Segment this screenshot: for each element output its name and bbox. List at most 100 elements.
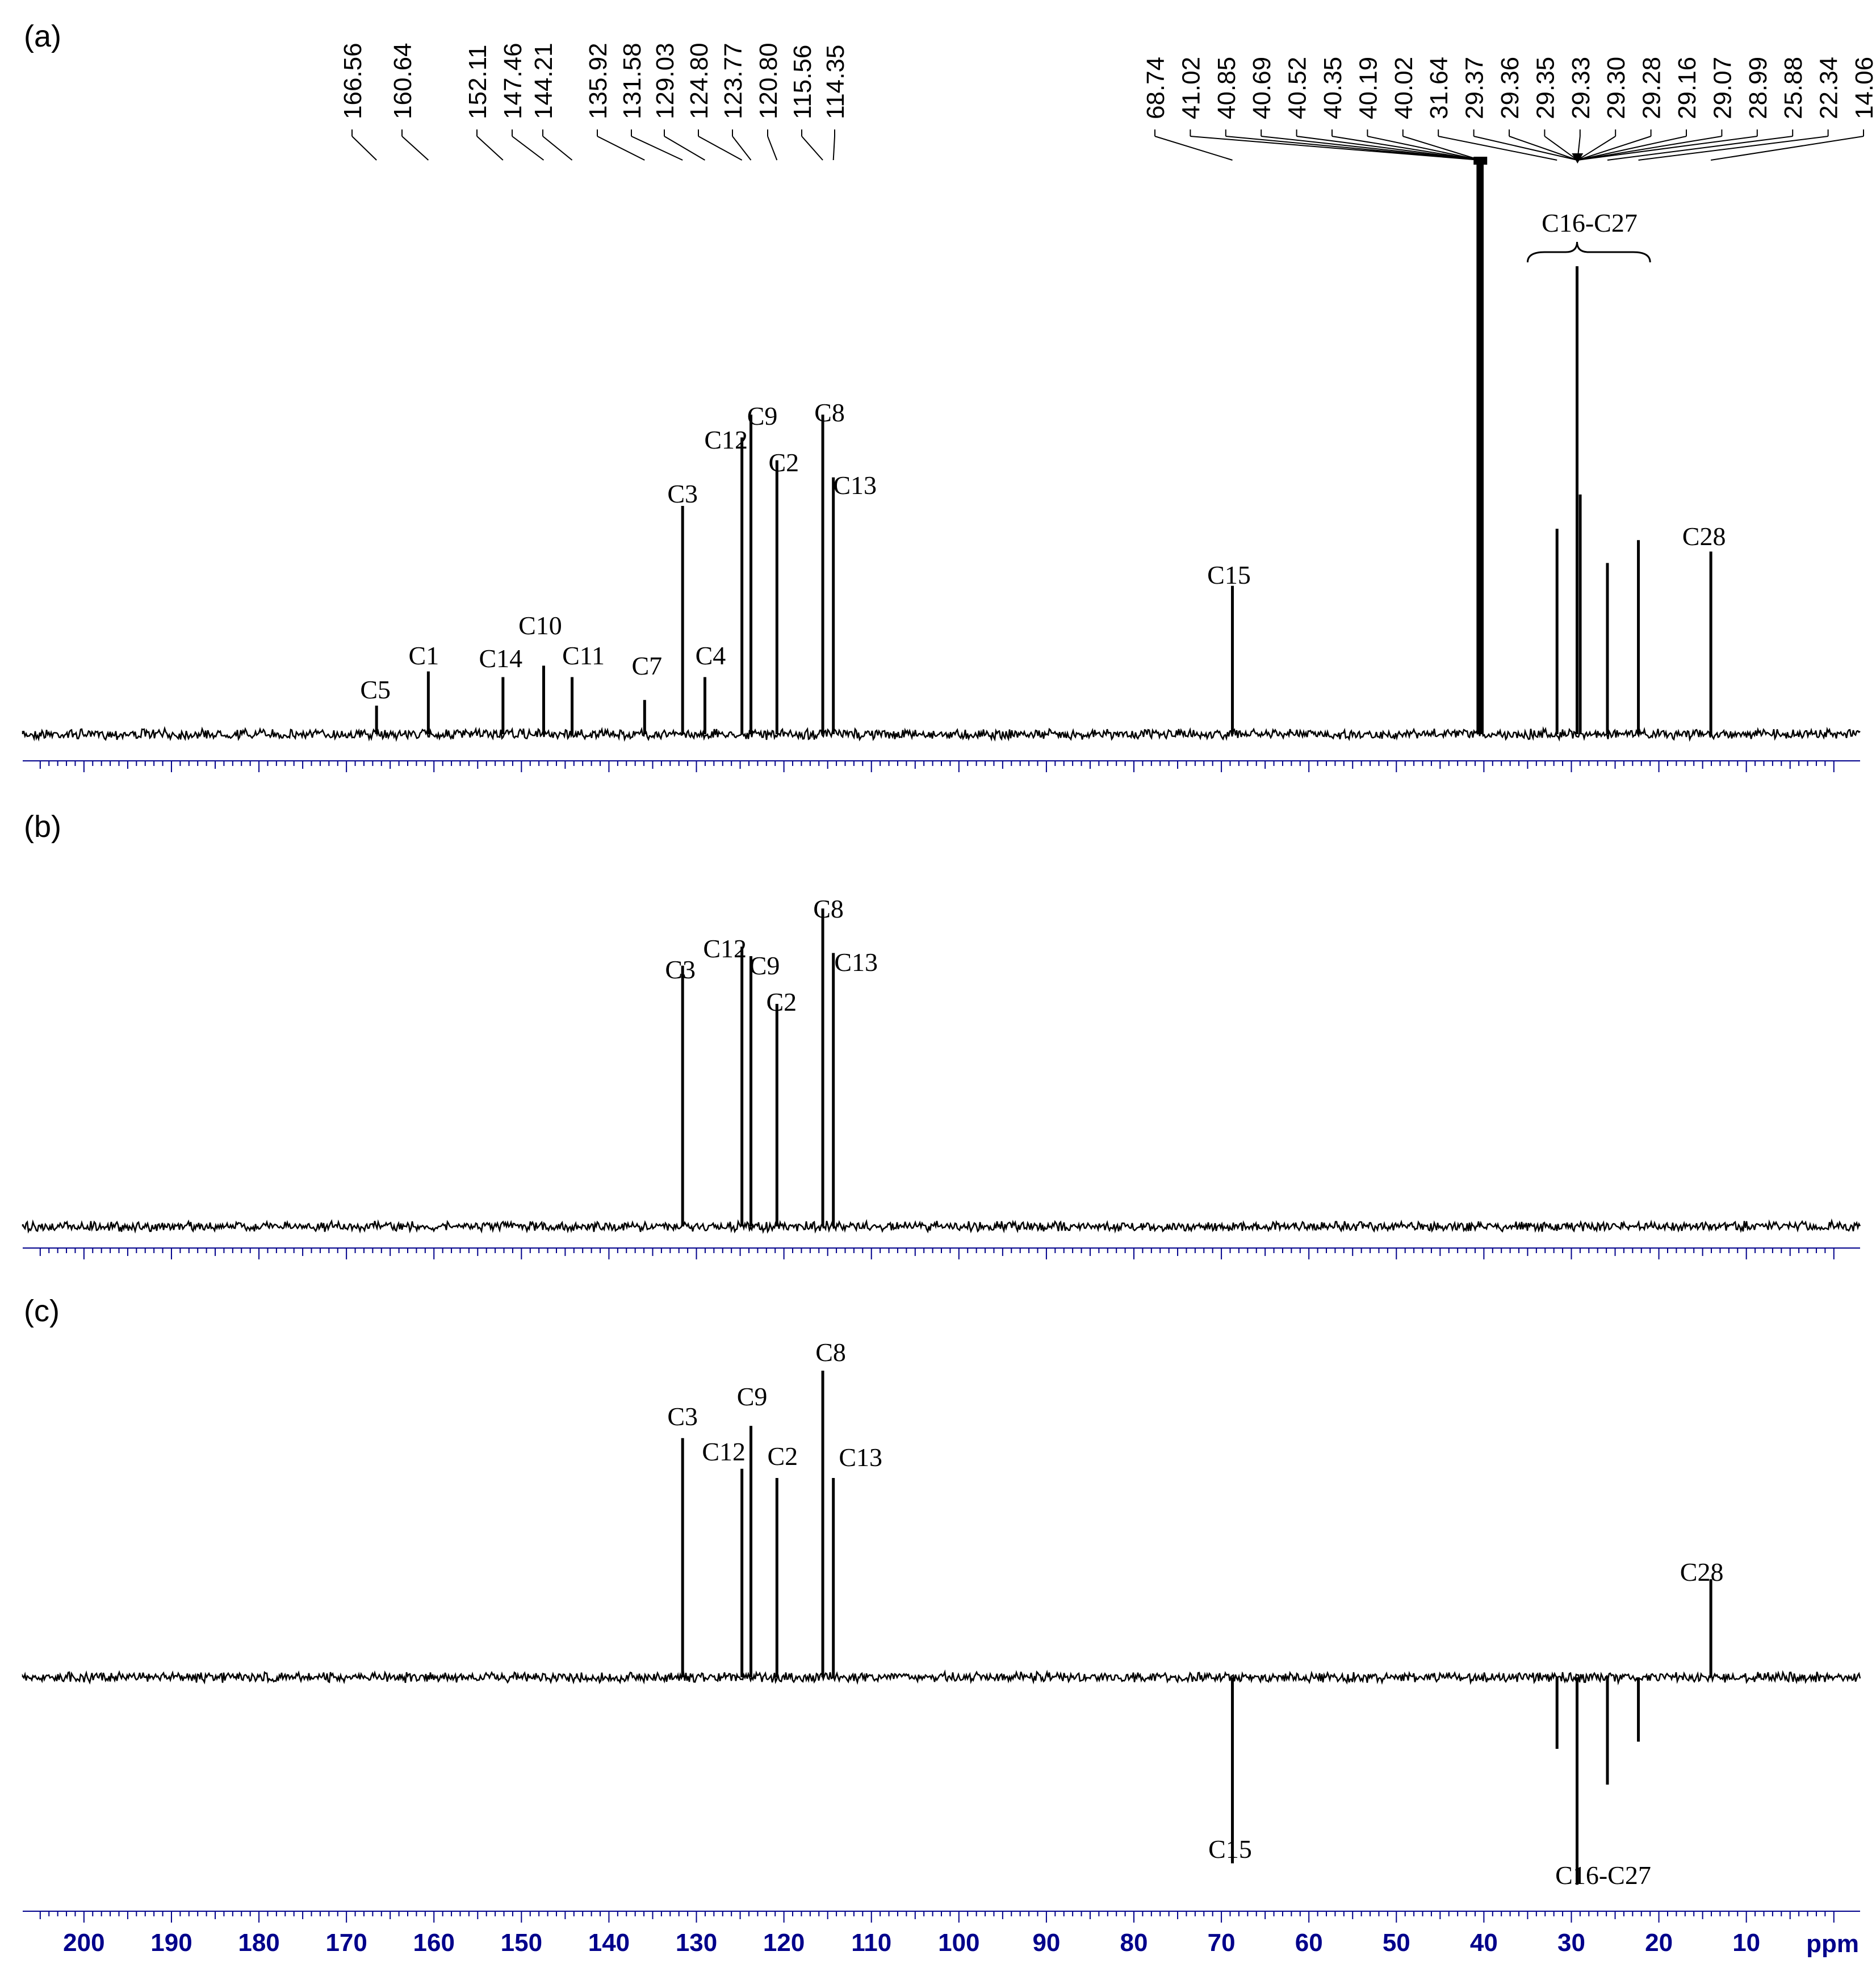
carbon-label: C12 bbox=[703, 934, 747, 963]
shift-leader-diag bbox=[1577, 136, 1616, 161]
chemical-shift-label: 40.69 bbox=[1248, 57, 1276, 119]
chemical-shift-label: 29.28 bbox=[1638, 57, 1666, 119]
shift-cluster-marker bbox=[1572, 153, 1584, 164]
shift-leader-diag bbox=[1577, 136, 1687, 161]
carbon-label: C5 bbox=[360, 675, 391, 704]
c16-c27-brace bbox=[1526, 241, 1651, 263]
x-tick-label: 10 bbox=[1732, 1929, 1760, 1957]
carbon-label: C9 bbox=[737, 1382, 768, 1411]
carbon-label: C4 bbox=[696, 641, 726, 670]
shift-leader-diag bbox=[597, 136, 645, 161]
x-axis-unit: ppm bbox=[1806, 1930, 1859, 1958]
carbon-label: C2 bbox=[767, 1442, 798, 1471]
shift-leader-diag bbox=[1577, 136, 1757, 161]
x-tick-label: 120 bbox=[763, 1929, 805, 1957]
chemical-shift-label: 124.80 bbox=[685, 43, 713, 119]
x-tick-label: 20 bbox=[1645, 1929, 1673, 1957]
chemical-shift-label: 114.35 bbox=[822, 45, 849, 119]
shift-leader-diag bbox=[1402, 136, 1481, 161]
chemical-shift-label: 135.92 bbox=[584, 43, 612, 119]
chemical-shift-label: 29.30 bbox=[1602, 57, 1630, 119]
x-tick-label: 150 bbox=[501, 1929, 542, 1957]
spectrum-baseline bbox=[22, 1669, 1861, 1686]
shift-leader-diag bbox=[1710, 136, 1864, 161]
shift-leader-diag bbox=[1261, 136, 1481, 161]
carbon-label: C1 bbox=[409, 641, 439, 670]
shift-leader-diag bbox=[1367, 136, 1481, 161]
chemical-shift-label: 152.11 bbox=[464, 45, 492, 119]
shift-leader-diag bbox=[1607, 136, 1793, 161]
carbon-label: C8 bbox=[814, 398, 845, 427]
chemical-shift-label: 129.03 bbox=[651, 43, 679, 119]
chemical-shift-label: 40.35 bbox=[1319, 57, 1347, 119]
shift-leader-diag bbox=[351, 136, 377, 161]
x-tick-label: 180 bbox=[238, 1929, 279, 1957]
chemical-shift-label: 28.99 bbox=[1744, 57, 1772, 119]
shift-leader-diag bbox=[1577, 136, 1722, 161]
carbon-label: C15 bbox=[1207, 560, 1251, 589]
carbon-label: C3 bbox=[667, 479, 698, 508]
shift-leader-diag bbox=[732, 136, 752, 161]
x-tick-label: 190 bbox=[150, 1929, 192, 1957]
chemical-shift-label: 29.37 bbox=[1461, 57, 1489, 119]
chemical-shift-label: 14.06 bbox=[1850, 57, 1876, 119]
chemical-shift-label: 29.07 bbox=[1709, 57, 1736, 119]
x-tick-label: 90 bbox=[1032, 1929, 1060, 1957]
shift-leader-diag bbox=[1438, 136, 1557, 161]
chemical-shift-label: 166.56 bbox=[339, 43, 367, 119]
carbon-label: C8 bbox=[813, 894, 844, 923]
chemical-shift-label: 144.21 bbox=[530, 43, 558, 119]
carbon-label: C16-C27 bbox=[1555, 1861, 1651, 1890]
spectrum-baseline bbox=[22, 726, 1861, 742]
shift-leader-diag bbox=[631, 136, 683, 161]
carbon-label: C28 bbox=[1682, 522, 1726, 551]
carbon-label: C2 bbox=[766, 987, 797, 1016]
carbon-label: C9 bbox=[749, 951, 780, 980]
chemical-shift-label: 29.16 bbox=[1673, 57, 1701, 119]
carbon-label: C3 bbox=[667, 1402, 698, 1431]
carbon-label: C2 bbox=[768, 448, 799, 477]
chemical-shift-label: 29.36 bbox=[1496, 57, 1524, 119]
x-tick-label: 170 bbox=[325, 1929, 367, 1957]
shift-leader-diag bbox=[542, 136, 573, 161]
chemical-shift-label: 41.02 bbox=[1177, 57, 1205, 119]
x-tick-label: 110 bbox=[851, 1929, 891, 1957]
carbon-label: C14 bbox=[479, 644, 522, 673]
carbon-label: C13 bbox=[833, 471, 877, 500]
carbon-label: C12 bbox=[704, 425, 748, 454]
x-tick-label: 140 bbox=[588, 1929, 630, 1957]
chemical-shift-label: 147.46 bbox=[499, 43, 527, 119]
shift-leader-diag bbox=[698, 136, 743, 161]
x-tick-label: 60 bbox=[1295, 1929, 1323, 1957]
chemical-shift-label: 25.88 bbox=[1779, 57, 1807, 119]
carbon-label: C9 bbox=[747, 401, 778, 430]
chemical-shift-label: 123.77 bbox=[719, 43, 747, 119]
shift-leader-diag bbox=[1154, 136, 1233, 161]
chemical-shift-label: 160.64 bbox=[389, 43, 417, 119]
chemical-shift-label: 115.56 bbox=[789, 45, 816, 119]
spectrum-baseline bbox=[22, 1218, 1861, 1234]
panel-label: (b) bbox=[24, 810, 61, 844]
shift-leader-diag bbox=[1544, 136, 1578, 161]
chemical-shift-label: 68.74 bbox=[1142, 57, 1170, 119]
x-tick-label: 50 bbox=[1383, 1929, 1410, 1957]
shift-leader-diag bbox=[664, 136, 705, 161]
x-tick-label: 130 bbox=[676, 1929, 717, 1957]
carbon-label: C11 bbox=[562, 641, 605, 670]
chemical-shift-label: 29.35 bbox=[1531, 57, 1559, 119]
carbon-label: C15 bbox=[1208, 1835, 1252, 1864]
shift-leader-diag bbox=[1296, 136, 1481, 161]
shift-leader-diag bbox=[1638, 136, 1828, 161]
chemical-shift-label: 40.52 bbox=[1284, 57, 1312, 119]
shift-cluster-marker bbox=[1473, 157, 1488, 165]
shift-leader-diag bbox=[1577, 136, 1651, 161]
chemical-shift-label: 31.64 bbox=[1425, 57, 1453, 119]
x-tick-label: 70 bbox=[1208, 1929, 1236, 1957]
x-tick-label: 200 bbox=[63, 1929, 104, 1957]
panel-label: (c) bbox=[24, 1294, 60, 1328]
